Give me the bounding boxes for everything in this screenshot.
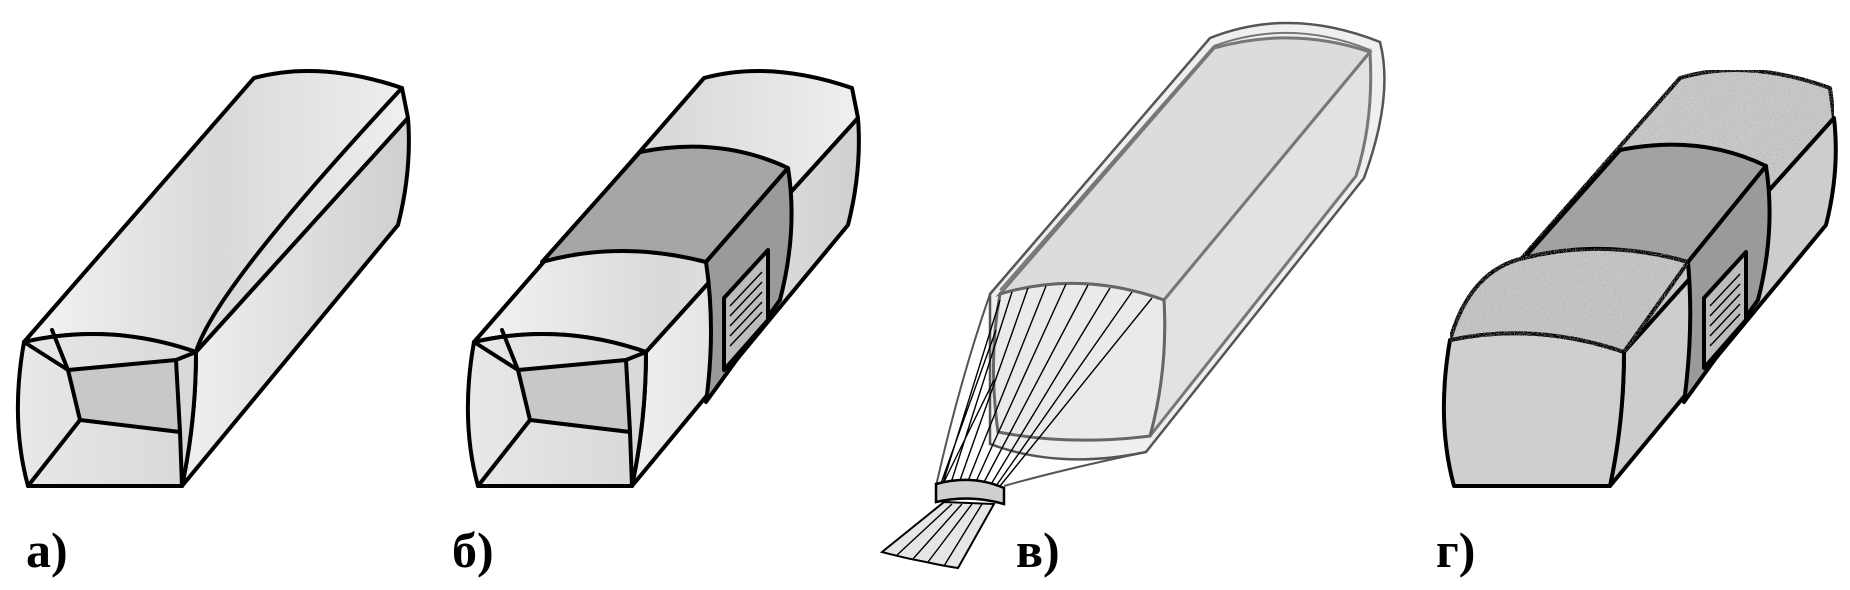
bag-twist-tie xyxy=(934,478,1006,506)
panel-label-a: а) xyxy=(26,522,68,578)
pack-b-inner-wall xyxy=(516,358,632,434)
panel-b-pack xyxy=(465,68,861,488)
loaf-d-front-end xyxy=(1441,331,1626,488)
panel-a-pack xyxy=(15,68,411,488)
panel-d-loaf xyxy=(1441,68,1838,488)
pack-a-inner-wall xyxy=(66,358,182,434)
panel-label-d: г) xyxy=(1436,522,1476,578)
bag-film-folds xyxy=(939,283,1153,487)
bag-tail-folds xyxy=(895,503,983,567)
loaf-d-label-lines xyxy=(1709,273,1741,347)
bag-film-inner-edge xyxy=(999,31,1371,291)
panel-label-c: в) xyxy=(1016,522,1060,578)
loaf-d-crust-dome xyxy=(1448,246,1690,354)
pack-b-label-lines xyxy=(729,271,763,347)
pack-a-inner-flaps xyxy=(22,328,198,488)
bag-film-gather xyxy=(935,293,1147,487)
panel-c-bag xyxy=(879,21,1386,570)
pack-b-inner-flaps xyxy=(472,328,648,488)
panel-label-b: б) xyxy=(452,522,494,578)
bag-loaf-front xyxy=(991,281,1167,442)
pack-a-ridge xyxy=(194,86,404,354)
bag-tail xyxy=(879,500,996,570)
